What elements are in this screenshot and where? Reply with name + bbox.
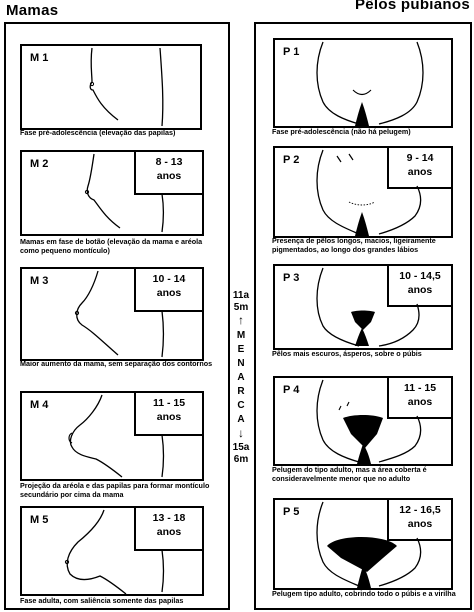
panel-p4: P 4 11 - 15 anos	[273, 376, 453, 466]
header-pelos: Pêlos pubianos	[355, 0, 470, 13]
panel-m3: M 3 10 - 14 anos	[20, 267, 204, 361]
pubic-figure-p1	[275, 40, 451, 126]
menarca-start-months: 5m	[231, 302, 251, 313]
caption-p5: Pelugem tipo adulto, cobrindo todo o púb…	[272, 590, 472, 599]
up-arrow-icon: ↑	[231, 313, 251, 327]
panel-m4: M 4 11 - 15 anos	[20, 391, 204, 481]
menarca-letter: A	[231, 414, 251, 425]
menarca-end-months: 6m	[231, 454, 251, 465]
down-arrow-icon: ↓	[231, 426, 251, 440]
breast-profile-m2	[22, 152, 202, 234]
menarca-letter: M	[231, 330, 251, 341]
header-mamas: Mamas	[6, 2, 58, 19]
panel-p5: P 5 12 - 16,5 anos	[273, 498, 453, 590]
breast-profile-m4	[22, 393, 202, 479]
menarca-letter: A	[231, 372, 251, 383]
panel-m1: M 1	[20, 44, 202, 130]
menarca-end: 15a	[231, 442, 251, 453]
caption-m1: Fase pré-adolescência (elevação das papi…	[20, 129, 220, 138]
pubic-figure-p5	[275, 500, 451, 588]
menarca-start: 11a	[231, 290, 251, 301]
caption-p4: Pelugem do tipo adulto, mas a área cober…	[272, 466, 462, 483]
menarca-letter: R	[231, 386, 251, 397]
caption-m3: Maior aumento da mama, sem separação dos…	[20, 360, 220, 369]
panel-m2: M 2 8 - 13 anos	[20, 150, 204, 236]
caption-p3: Pêlos mais escuros, ásperos, sobre o púb…	[272, 350, 462, 359]
panel-p3: P 3 10 - 14,5 anos	[273, 264, 453, 350]
breast-profile-m1	[22, 46, 200, 128]
menarca-letter: E	[231, 344, 251, 355]
menarca-letter: N	[231, 358, 251, 369]
caption-p2: Presença de pêlos longos, macios, ligeir…	[272, 237, 462, 254]
breast-profile-m3	[22, 269, 202, 359]
pubic-figure-p2	[275, 148, 451, 236]
pubic-figure-p3	[275, 266, 451, 348]
pubic-figure-p4	[275, 378, 451, 464]
caption-p1: Fase pré-adolescência (não há pelugem)	[272, 128, 462, 137]
breast-profile-m5	[22, 508, 202, 594]
panel-p2: P 2 9 - 14 anos	[273, 146, 453, 238]
panel-p1: P 1	[273, 38, 453, 128]
menarca-letter: C	[231, 400, 251, 411]
panel-m5: M 5 13 - 18 anos	[20, 506, 204, 596]
caption-m2: Mamas em fase de botão (elevação da mama…	[20, 238, 220, 255]
caption-m4: Projeção da aréola e das papilas para fo…	[20, 482, 220, 499]
caption-m5: Fase adulta, com saliência somente das p…	[20, 597, 220, 606]
